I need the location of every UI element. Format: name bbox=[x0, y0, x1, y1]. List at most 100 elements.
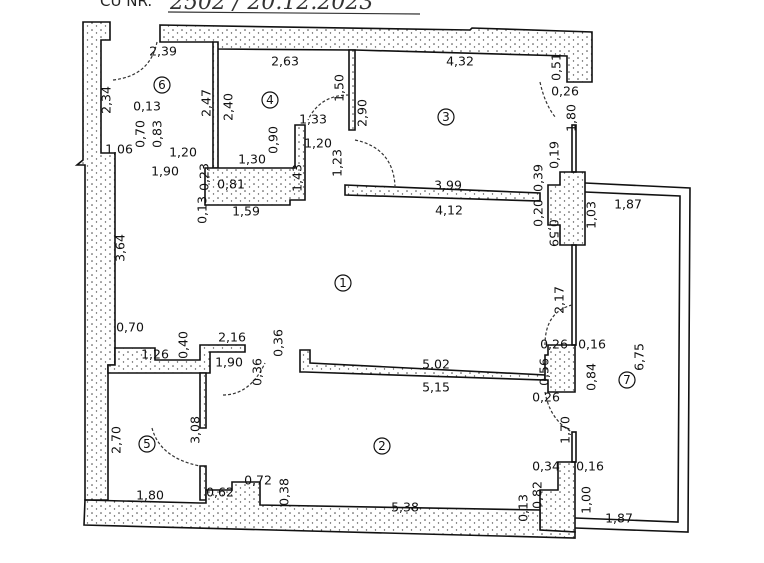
dimension-label: 1,03 bbox=[584, 201, 599, 229]
dimension-label: 1,70 bbox=[558, 416, 573, 444]
wall-column-right bbox=[547, 171, 586, 246]
dimension-label: 2,40 bbox=[221, 93, 236, 121]
dimension-label: 3,99 bbox=[434, 178, 462, 193]
dimension-label: 1,59 bbox=[232, 204, 260, 219]
dimension-label: 0,19 bbox=[547, 141, 562, 169]
dimension-label: 1,26 bbox=[141, 347, 169, 362]
room-number-marker: 5 bbox=[138, 435, 156, 453]
door-swing-room3-right bbox=[539, 81, 557, 119]
wall-thin-1 bbox=[571, 124, 577, 173]
dimension-label: 0,16 bbox=[576, 459, 604, 474]
door-swing-room5 bbox=[151, 427, 201, 467]
dimension-label: 1,00 bbox=[579, 486, 594, 514]
dimension-label: 2,34 bbox=[99, 86, 114, 114]
dimension-label: 0,36 bbox=[271, 329, 286, 357]
header-handwritten-number-date: 2502 / 20.12.2023 bbox=[169, 0, 373, 15]
wall-partition-4-3 bbox=[348, 49, 356, 131]
walls bbox=[74, 21, 691, 539]
dimension-label: 2,16 bbox=[218, 330, 246, 345]
dimension-label: 1,90 bbox=[151, 164, 179, 179]
dimension-label: 0,13 bbox=[516, 494, 531, 522]
wall-partition-1-2 bbox=[107, 344, 246, 374]
room-number-marker: 4 bbox=[261, 91, 279, 109]
dimension-label: 0,16 bbox=[578, 337, 606, 352]
dimension-label: 0,81 bbox=[217, 177, 245, 192]
door-swing-room2 bbox=[222, 362, 266, 396]
wall-bottom-exterior bbox=[83, 481, 576, 539]
dimension-label: 1,87 bbox=[605, 511, 633, 526]
dimension-label: 3,64 bbox=[113, 234, 128, 262]
dimension-label: 2,90 bbox=[355, 99, 370, 127]
dimension-label: 5,02 bbox=[422, 357, 450, 372]
dimension-label: 0,20 bbox=[531, 199, 546, 227]
dimension-label: 1,87 bbox=[614, 197, 642, 212]
room-number-circle bbox=[618, 371, 636, 389]
room-number: 6 bbox=[158, 78, 166, 92]
dimension-label: 0,36 bbox=[250, 358, 265, 386]
room7-frame-inner bbox=[574, 191, 681, 523]
dimension-label: 0,13 bbox=[133, 99, 161, 114]
door-swing-room3 bbox=[354, 139, 396, 187]
door-swing-room6 bbox=[112, 41, 158, 81]
dimension-label: 2,47 bbox=[199, 89, 214, 117]
door-swing-room4 bbox=[307, 94, 350, 121]
door-swing-room1-7 bbox=[544, 304, 573, 346]
room-number: 5 bbox=[143, 437, 151, 451]
dimension-label: 1,43 bbox=[290, 164, 305, 192]
dimension-label: 1,30 bbox=[238, 152, 266, 167]
header: CU NR. 2502 / 20.12.2023 bbox=[100, 0, 421, 15]
wall-room4-bottom bbox=[204, 124, 306, 206]
wall-column-right-lower bbox=[544, 344, 576, 393]
dimension-label: 0,62 bbox=[206, 485, 234, 500]
wall-top-exterior bbox=[159, 24, 593, 83]
room-number: 7 bbox=[623, 373, 631, 387]
room-number-circle bbox=[153, 76, 171, 94]
dimension-label: 0,40 bbox=[176, 331, 191, 359]
room-number-marker: 2 bbox=[373, 437, 391, 455]
dimension-label: 2,70 bbox=[109, 426, 124, 454]
doors bbox=[112, 41, 573, 467]
dimension-label: 2,39 bbox=[149, 44, 177, 59]
dimension-label: 0,34 bbox=[532, 459, 560, 474]
dimension-label: 1,33 bbox=[299, 112, 327, 127]
dimension-label: 4,12 bbox=[435, 203, 463, 218]
wall-thin-2 bbox=[571, 244, 577, 346]
dimension-label: 1,50 bbox=[332, 74, 347, 102]
dimension-label: 0,26 bbox=[540, 337, 568, 352]
dimension-label: 4,32 bbox=[446, 54, 474, 69]
room-number-circle bbox=[334, 274, 352, 292]
room7-frame-outer bbox=[574, 182, 691, 533]
dimension-label: 5,15 bbox=[422, 380, 450, 395]
header-prefix: CU NR. bbox=[100, 0, 152, 10]
dimension-label: 0,84 bbox=[584, 363, 599, 391]
dimension-label: 2,63 bbox=[271, 54, 299, 69]
room-number-marker: 1 bbox=[334, 274, 352, 292]
dimension-label: 0,23 bbox=[197, 163, 212, 191]
dimension-label: 1,20 bbox=[169, 145, 197, 160]
door-swing-room2-7 bbox=[544, 391, 573, 433]
dimension-label: 1,80 bbox=[564, 104, 579, 132]
dimension-label: 0,51 bbox=[549, 53, 564, 81]
dimension-label: 0,39 bbox=[531, 164, 546, 192]
dimension-label: 0,90 bbox=[266, 126, 281, 154]
wall-partition-5-2 bbox=[199, 372, 207, 429]
room-number: 1 bbox=[339, 276, 347, 290]
room-number-marker: 3 bbox=[437, 108, 455, 126]
room-number-circle bbox=[138, 435, 156, 453]
wall-room3-bottom bbox=[344, 184, 541, 202]
room-number-circle bbox=[373, 437, 391, 455]
room-number: 4 bbox=[266, 93, 274, 107]
dimension-label: 0,38 bbox=[277, 478, 292, 506]
room-number-circle bbox=[261, 91, 279, 109]
dimension-label: 0,82 bbox=[530, 481, 545, 509]
room-number: 3 bbox=[442, 110, 450, 124]
dimension-label: 1,23 bbox=[330, 149, 345, 177]
room-number-marker: 6 bbox=[153, 76, 171, 94]
dimension-label: 0,13 bbox=[195, 196, 210, 224]
room-number-circle bbox=[437, 108, 455, 126]
dimension-label: 0,70 bbox=[116, 320, 144, 335]
dimension-label: 0,70 bbox=[133, 120, 148, 148]
wall-thin-3 bbox=[571, 431, 577, 463]
